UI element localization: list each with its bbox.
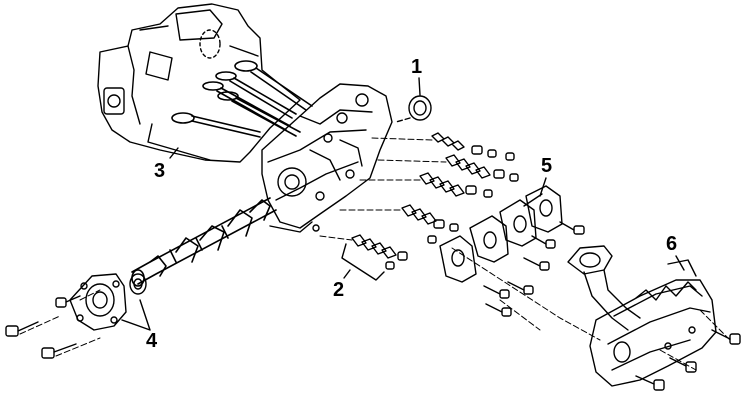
bolt — [41, 343, 77, 359]
valve-spring-set — [351, 234, 408, 270]
callout-label-6: 6 — [666, 233, 678, 255]
callout-3-bracket — [147, 123, 211, 161]
engine-block-outline — [97, 3, 301, 163]
callout-label-5: 5 — [541, 155, 553, 177]
bolt — [669, 357, 697, 373]
callout-5-leader — [539, 177, 547, 197]
callout-label-4: 4 — [146, 330, 158, 352]
valves-group — [171, 60, 313, 138]
camshaft — [131, 197, 277, 287]
bolts-middle — [483, 221, 585, 317]
bolt — [507, 281, 534, 295]
valve — [171, 112, 261, 138]
bolt — [559, 221, 585, 235]
bolt — [531, 235, 556, 249]
valve-spring-set — [401, 204, 459, 244]
callout-6-leader — [675, 255, 685, 271]
bolt — [523, 257, 550, 271]
bearing-caps — [439, 185, 563, 283]
bolt — [485, 303, 512, 317]
valve-cover — [567, 245, 717, 387]
valve-spring-set — [431, 132, 515, 161]
bolt — [711, 329, 741, 345]
camshaft-housing — [69, 273, 147, 331]
callout-1-leader — [418, 77, 421, 96]
valve-spring-set — [445, 154, 519, 182]
bolt — [55, 295, 81, 308]
bolt — [635, 375, 665, 391]
callout-label-2: 2 — [333, 279, 345, 301]
camshaft-seal — [408, 95, 432, 121]
valve — [215, 71, 297, 119]
bolt — [483, 285, 510, 299]
callout-2-bracket — [341, 243, 385, 281]
bolt — [5, 321, 39, 337]
bolts-right — [635, 329, 741, 391]
valve-spring-set — [419, 172, 493, 198]
callout-3-leader — [169, 147, 179, 159]
callout-label-1: 1 — [411, 56, 423, 78]
callout-label-3: 3 — [154, 160, 166, 182]
bolts-left — [5, 295, 81, 359]
valve-springs-group — [351, 132, 519, 270]
callout-4-leader — [121, 299, 151, 331]
valve — [234, 60, 313, 111]
